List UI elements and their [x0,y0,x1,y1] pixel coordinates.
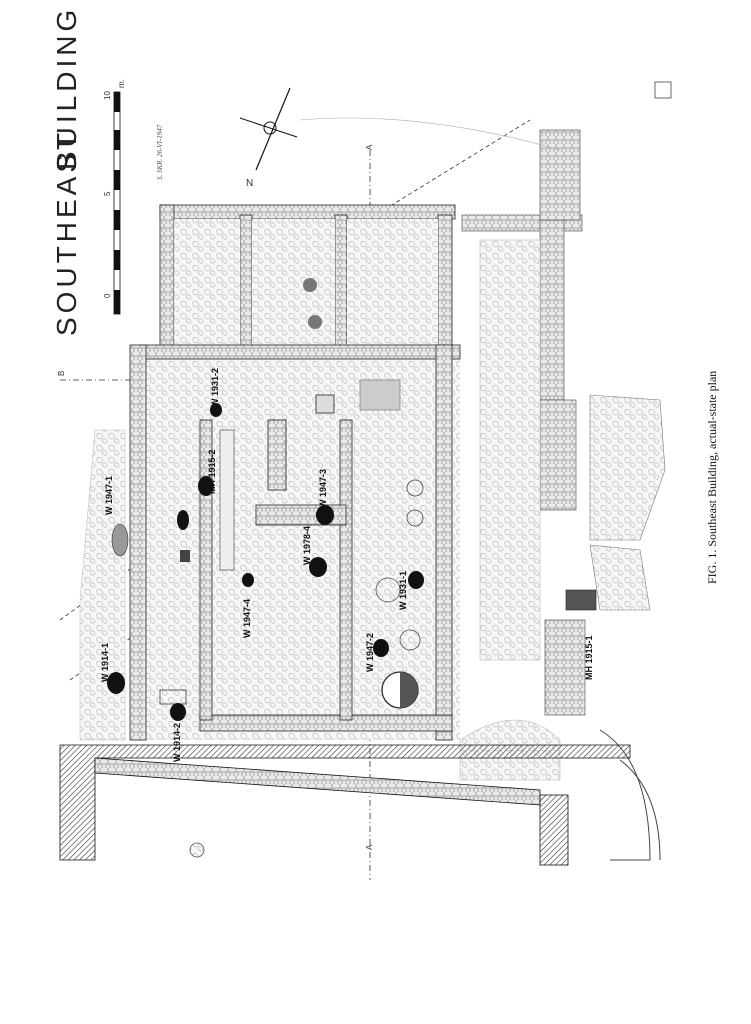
find-labels: W 1947-1 W 1914-1 W 1914-2 W 1931-2 MH 1… [100,368,594,762]
find-label-mh1915-1: MH 1915-1 [584,635,594,680]
find-dot-w1931-1 [408,571,424,589]
find-dot-w1978-4 [309,557,327,577]
plan-title: SOUTHEAST BUILDING [51,6,82,336]
north-annex [159,204,456,356]
figure-caption: FIG. 1. Southeast Building, actual-state… [705,371,719,584]
main-building [129,344,461,741]
scale-bar: 0 5 10 m. [103,79,126,315]
find-markers [107,403,424,721]
find-label-w1947-1: W 1947-1 [104,476,114,515]
find-label-w1914-2: W 1914-2 [172,723,182,762]
section-mark-a-top: A [365,144,374,150]
find-label-w1914-1: W 1914-1 [100,643,110,682]
find-label-w1947-2: W 1947-2 [365,633,375,672]
find-dot-unlabelled [177,510,189,530]
find-dot-w1931-2 [210,403,222,417]
find-label-w1931-2: W 1931-2 [210,368,220,407]
find-label-mh1915-2: MH 1915-2 [207,449,217,494]
scale-tick-10: 10 [103,91,112,100]
find-label-w1978-4: W 1978-4 [302,526,312,565]
find-dot-w1947-3 [316,505,334,525]
section-mark-a-bottom: A [365,844,374,850]
find-label-w1947-4: W 1947-4 [242,599,252,638]
north-arrow: N [239,87,298,189]
find-dot-w1914-1 [107,672,125,694]
west-strip [79,429,190,741]
find-dot-w1914-2 [170,703,186,721]
find-dot-mh1915-2 [198,476,214,496]
scale-tick-0: 0 [103,293,112,298]
scale-unit: m. [117,79,126,88]
find-dot-w1947-4 [242,573,254,587]
section-mark-b: B [57,371,66,376]
find-label-w1947-3: W 1947-3 [318,469,328,508]
drafter-signature: S. SKR. 26-VI-1947 [156,124,164,180]
title-building: BUILDING [51,6,82,170]
south-wall [59,744,631,866]
north-label: N [246,178,253,189]
find-dot-w1947-2 [373,639,389,657]
scale-tick-5: 5 [103,191,112,196]
find-label-w1931-1: W 1931-1 [398,571,408,610]
title-southeast: SOUTHEAST [51,129,82,336]
